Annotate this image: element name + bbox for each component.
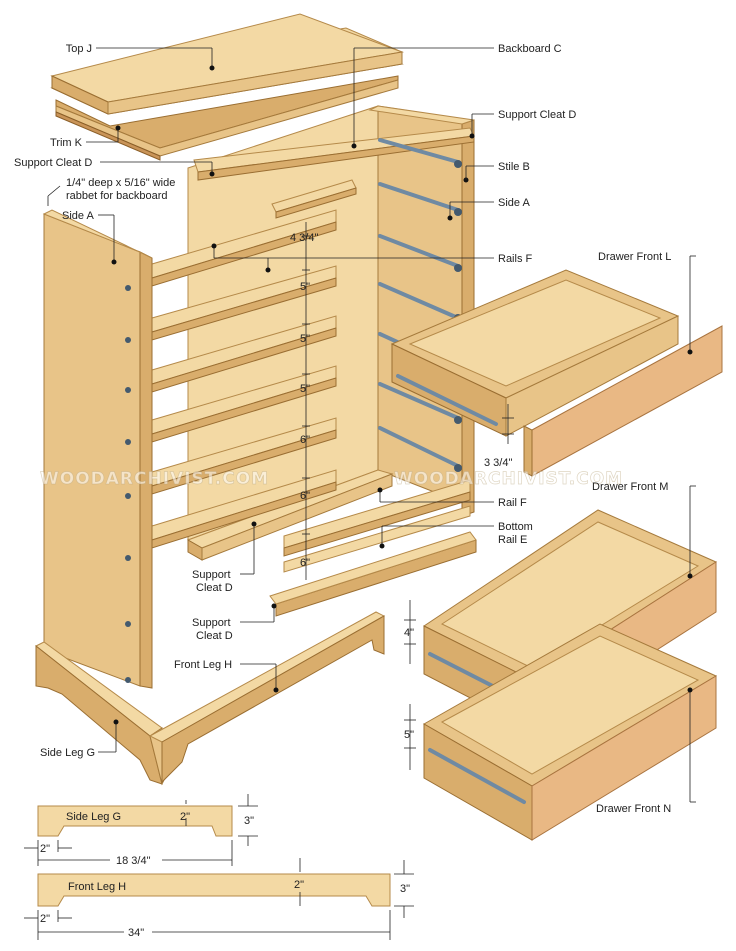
detail-side-leg-length: 18 3/4" bbox=[116, 855, 151, 867]
detail-front-leg-height: 3" bbox=[400, 883, 410, 895]
label-stile-b: Stile B bbox=[498, 161, 530, 173]
label-top-j: Top J bbox=[66, 43, 92, 55]
front-leg-h-piece bbox=[148, 611, 386, 784]
label-drawer-front-l: Drawer Front L bbox=[598, 251, 671, 263]
label-drawer-front-m: Drawer Front M bbox=[592, 481, 668, 493]
label-support-cleat-d-mid-1: Support bbox=[192, 569, 231, 581]
rail-spacing-dimension bbox=[302, 222, 310, 580]
dim-rail-gap-2: 5" bbox=[300, 281, 310, 293]
label-side-leg-g: Side Leg G bbox=[40, 747, 95, 759]
watermark-right: WOODARCHIVIST.COM bbox=[394, 469, 623, 489]
dim-rail-gap-7: 6" bbox=[300, 557, 310, 569]
drawer-m bbox=[423, 509, 718, 731]
top-j-panel bbox=[50, 13, 404, 115]
dim-rail-gap-1: 4 3/4" bbox=[290, 232, 318, 244]
side-a-left-panel bbox=[42, 209, 153, 689]
label-rail-f: Rail F bbox=[498, 497, 527, 509]
drawer-l-height-dimension bbox=[502, 404, 514, 444]
dim-drawer-n-height: 5" bbox=[404, 729, 414, 741]
front-rails-f bbox=[151, 209, 337, 549]
rail-f-lower bbox=[283, 505, 471, 573]
label-rabbet-line1: 1/4" deep x 5/16" wide bbox=[66, 177, 175, 189]
label-support-cleat-d-low-2: Cleat D bbox=[196, 630, 233, 642]
label-support-cleat-d-low-1: Support bbox=[192, 617, 231, 629]
label-support-cleat-d-right: Support Cleat D bbox=[498, 109, 576, 121]
detail-side-leg-height: 3" bbox=[244, 815, 254, 827]
label-side-a-right: Side A bbox=[498, 197, 530, 209]
detail-front-leg-h bbox=[24, 858, 414, 940]
label-side-a-left: Side A bbox=[62, 210, 94, 222]
label-bottom-rail-e-1: Bottom bbox=[498, 521, 533, 533]
detail-front-leg-cutout: 2" bbox=[294, 879, 304, 891]
detail-side-leg-g bbox=[24, 794, 258, 866]
dim-rail-gap-6: 6" bbox=[300, 490, 310, 502]
side-leg-g-piece bbox=[35, 641, 165, 786]
detail-front-leg-end: 2" bbox=[40, 913, 50, 925]
dim-drawer-l-height: 3 3/4" bbox=[484, 457, 512, 469]
dim-drawer-m-height: 4" bbox=[404, 627, 414, 639]
dim-rail-gap-5: 6" bbox=[300, 434, 310, 446]
leader-lines bbox=[47, 47, 696, 803]
label-bottom-rail-e-2: Rail E bbox=[498, 534, 527, 546]
drawer-n bbox=[422, 623, 718, 841]
label-rails-f: Rails F bbox=[498, 253, 533, 265]
detail-front-leg-name: Front Leg H bbox=[68, 881, 126, 893]
detail-side-leg-end: 2" bbox=[40, 843, 50, 855]
dim-rail-gap-3: 5" bbox=[300, 333, 310, 345]
label-backboard-c: Backboard C bbox=[498, 43, 562, 55]
label-trim-k: Trim K bbox=[50, 137, 83, 149]
label-front-leg-h: Front Leg H bbox=[174, 659, 232, 671]
watermark-left: WOODARCHIVIST.COM bbox=[40, 469, 269, 489]
detail-front-leg-length: 34" bbox=[128, 927, 144, 939]
drawer-m-height-dimension bbox=[404, 600, 416, 664]
label-support-cleat-d-mid-2: Cleat D bbox=[196, 582, 233, 594]
detail-side-leg-name: Side Leg G bbox=[66, 811, 121, 823]
drawer-l bbox=[390, 269, 680, 437]
detail-side-leg-cutout: 2" bbox=[180, 811, 190, 823]
trim-k-frame bbox=[55, 75, 399, 161]
dim-rail-gap-4: 5" bbox=[300, 383, 310, 395]
label-rabbet-line2: rabbet for backboard bbox=[66, 190, 168, 202]
drawer-front-l-piece bbox=[523, 325, 723, 477]
label-drawer-front-n: Drawer Front N bbox=[596, 803, 671, 815]
drawer-n-height-dimension bbox=[404, 704, 416, 770]
label-support-cleat-d-left: Support Cleat D bbox=[14, 157, 92, 169]
